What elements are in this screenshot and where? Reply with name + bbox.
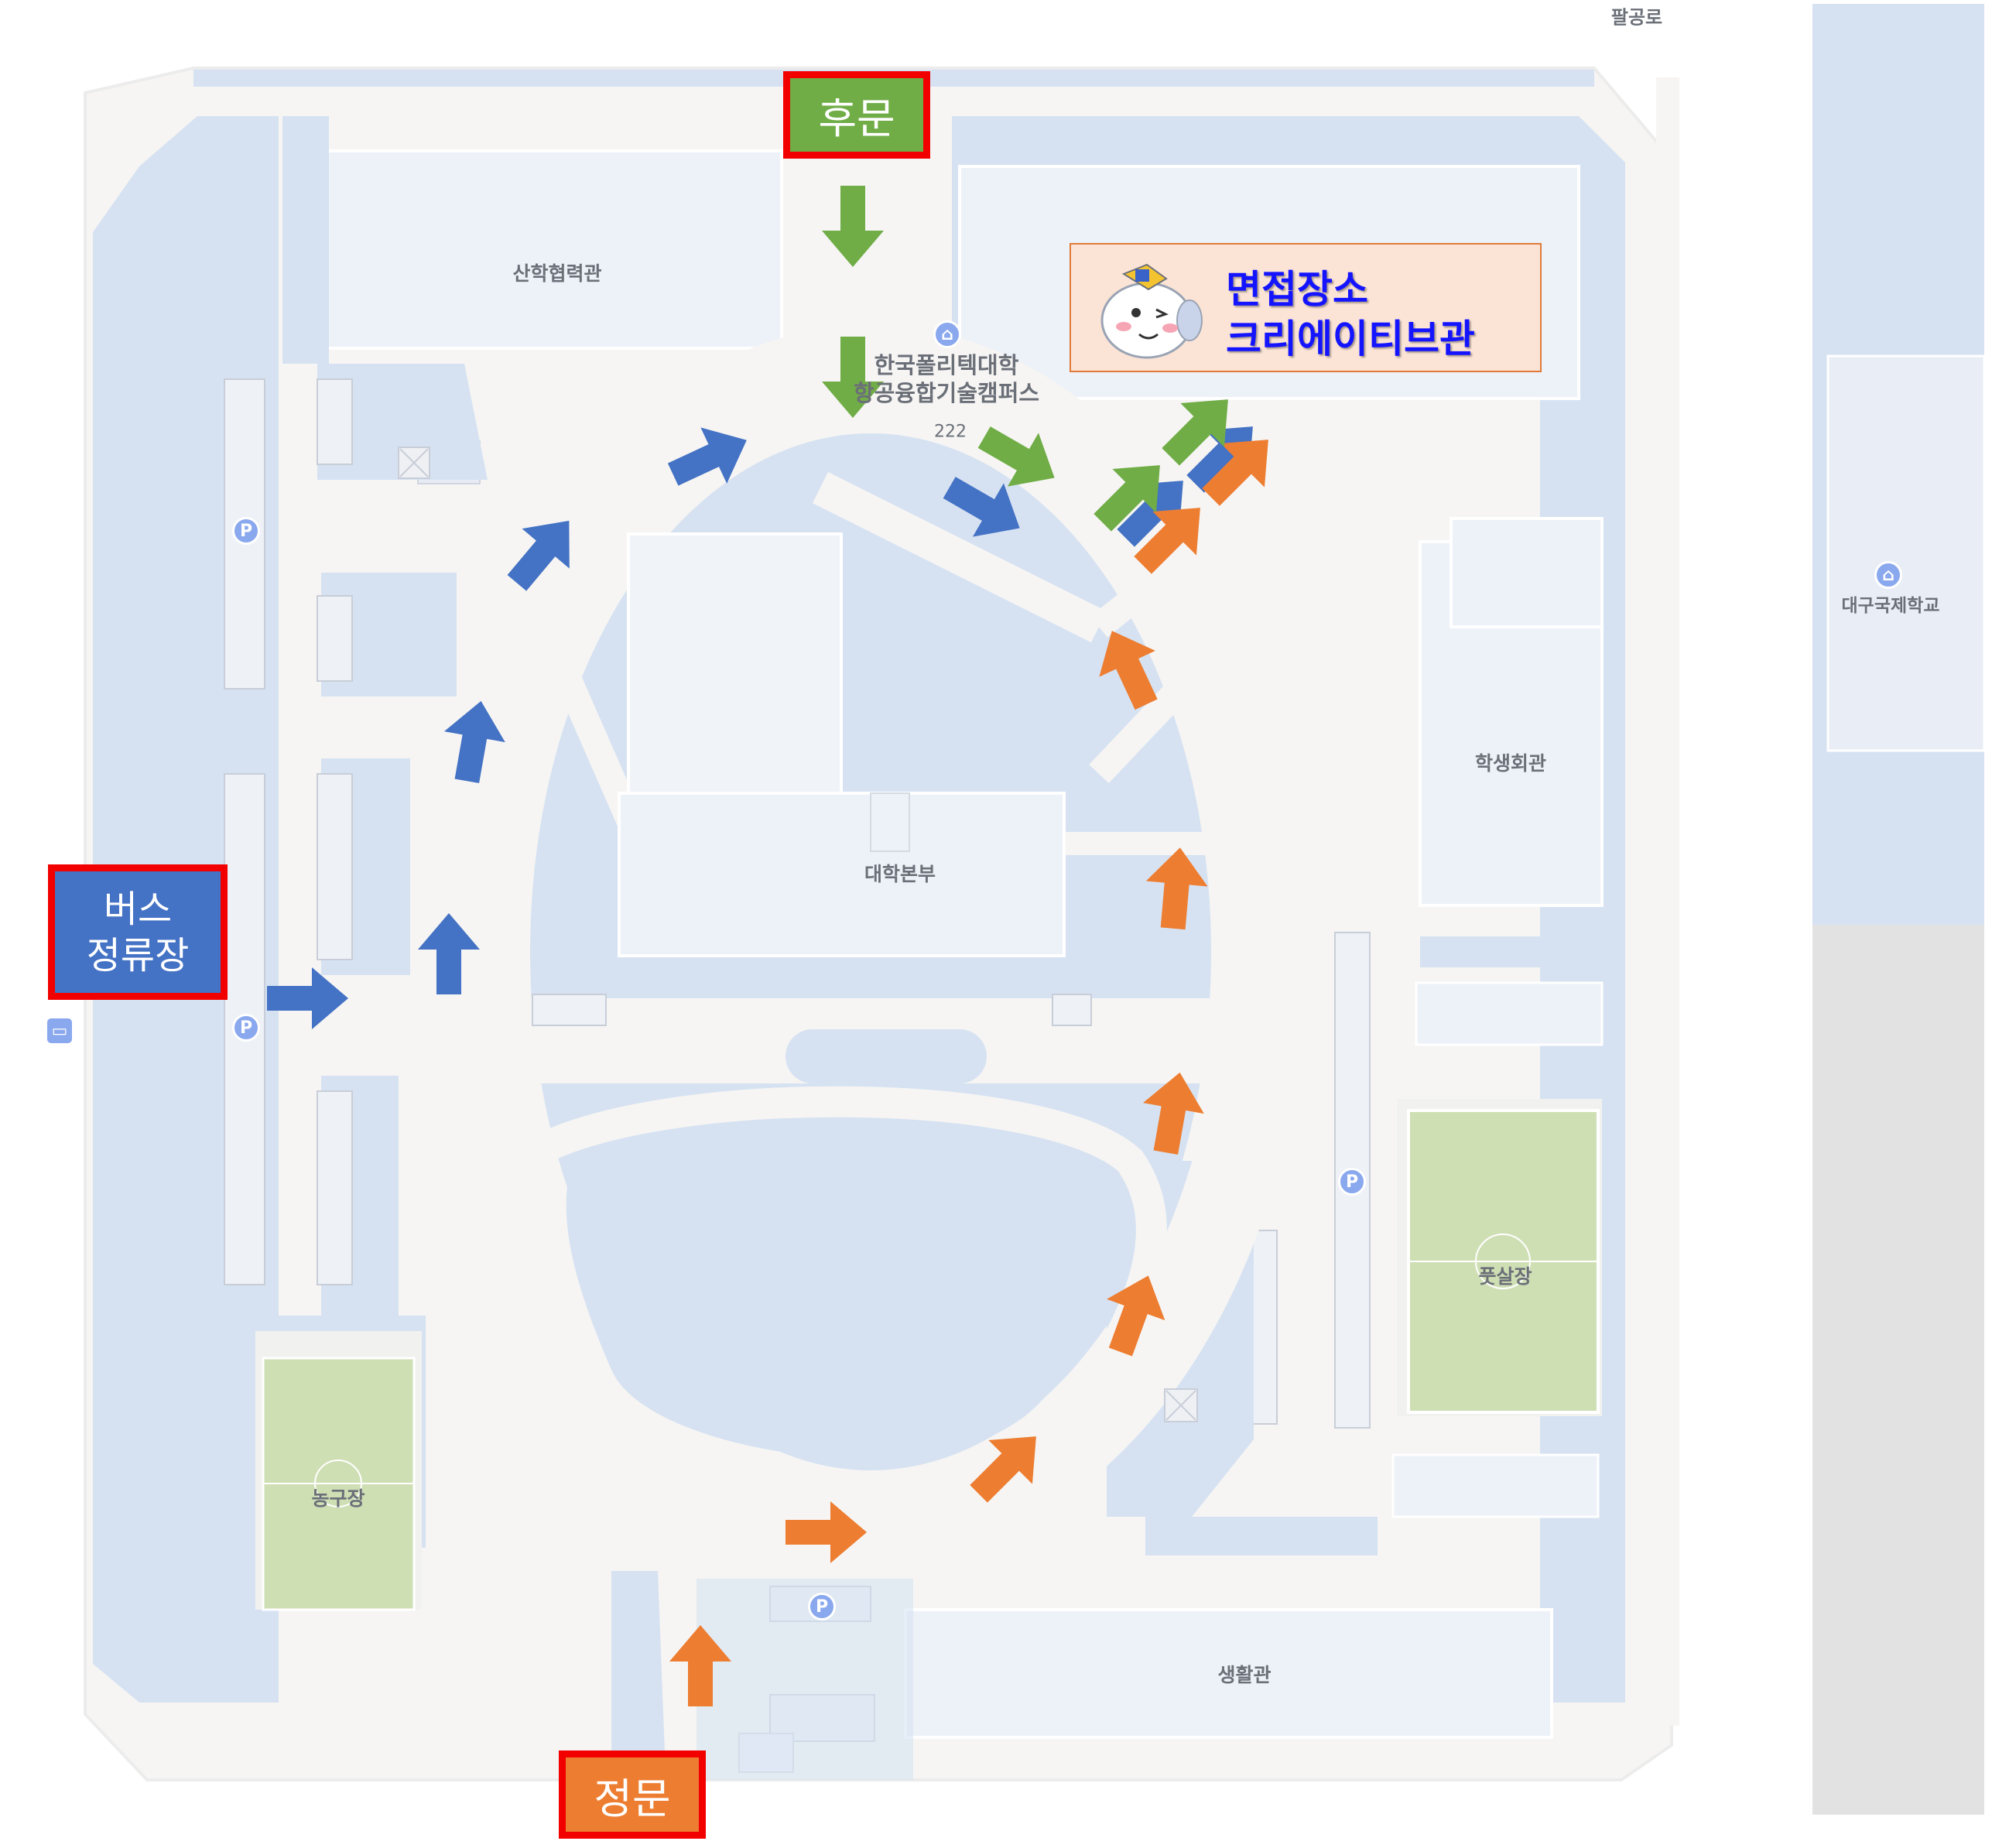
main-gate-route-arrow — [1202, 440, 1268, 506]
main-gate-label: 정문 — [594, 1774, 671, 1823]
bus-route-arrow — [1117, 481, 1183, 547]
main-gate-sign: 정문 — [559, 1750, 706, 1839]
bus-route-arrow — [667, 427, 747, 486]
back-gate-label: 후문 — [818, 94, 895, 143]
callout-title: 면접장소 — [1226, 267, 1368, 312]
school-icon[interactable]: ⌂ — [1874, 561, 1902, 589]
parking-icon[interactable]: P — [232, 1014, 260, 1042]
bus-icon[interactable]: ▭ — [45, 1016, 74, 1045]
school-building — [1826, 354, 1986, 752]
back-gate-route-arrow — [822, 186, 884, 267]
building-label-industry-cooperation: 산학협력관 — [512, 262, 602, 285]
mascot-icon — [1100, 263, 1203, 359]
road-label: 팔공로 — [1610, 6, 1663, 29]
pond — [566, 1143, 1099, 1459]
main-gate-route-arrow — [1145, 847, 1208, 930]
ring-road — [433, 325, 1308, 1563]
building-label-student-hall: 학생회관 — [1474, 752, 1547, 775]
dormitory-building — [904, 1608, 1553, 1739]
back-gate-route-arrow — [1162, 399, 1228, 466]
bus-stop-label-line1: 버스 — [103, 887, 173, 931]
bus-stop-label-line2: 정류장 — [86, 933, 190, 977]
route-arrows — [267, 186, 1268, 1706]
main-gate-route-arrow — [786, 1501, 867, 1563]
graduation-cap-icon[interactable]: ⌂ — [933, 320, 961, 348]
callout-building: 크리에이티브관 — [1226, 317, 1475, 361]
main-gate-route-arrow — [1107, 1275, 1165, 1357]
bus-route-arrow — [418, 913, 480, 994]
building-label-basketball: 농구장 — [311, 1487, 365, 1510]
building-label-futsal: 풋살장 — [1478, 1265, 1532, 1288]
parking-icon[interactable]: P — [1338, 1168, 1366, 1196]
campus-name-line2: 항공융합기술캠퍼스 — [853, 380, 1040, 406]
island — [786, 1029, 987, 1083]
back-gate-route-arrow — [977, 426, 1055, 487]
bus-route-arrow — [507, 520, 570, 591]
main-gate-route-arrow — [1099, 631, 1158, 710]
bus-route-arrow — [943, 477, 1020, 537]
campus-number: 222 — [934, 422, 967, 442]
building-label-dormitory: 생활관 — [1217, 1664, 1272, 1686]
back-gate-sign: 후문 — [783, 71, 930, 159]
headquarters-building — [618, 792, 1066, 957]
bus-route-arrow — [267, 967, 348, 1029]
main-gate-route-arrow — [970, 1436, 1036, 1503]
main-gate-route-arrow — [669, 1625, 731, 1706]
inner-north-building — [627, 532, 843, 799]
school-label: 대구국제학교 — [1841, 596, 1940, 616]
back-gate-route-arrow — [822, 337, 884, 418]
interview-location-callout: 면접장소 크리에이티브관 — [1070, 243, 1542, 372]
main-gate-route-arrow — [1142, 1072, 1204, 1155]
far-east-block-bottom — [1812, 925, 1984, 1815]
parking-icon[interactable]: P — [232, 517, 260, 545]
pond-path — [510, 1086, 1167, 1506]
right-road — [1656, 77, 1679, 1726]
bus-route-arrow — [443, 700, 505, 784]
campus-name-line1: 한국폴리텍대학 — [874, 352, 1019, 378]
industry-cooperation-building — [323, 149, 783, 350]
parking-icon[interactable]: P — [808, 1593, 836, 1620]
bus-stop-sign: 버스 정류장 — [48, 864, 228, 1000]
building-label-headquarters: 대학본부 — [864, 863, 936, 885]
main-gate-route-arrow — [1134, 508, 1200, 574]
back-gate-route-arrow — [1094, 465, 1160, 532]
